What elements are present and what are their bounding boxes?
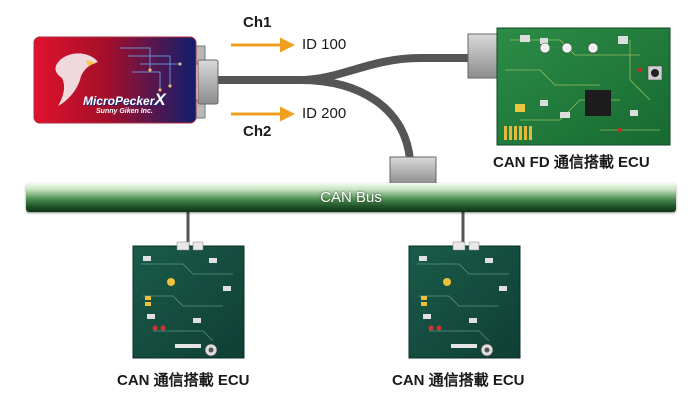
can-bus-bar: CAN Bus <box>26 183 676 212</box>
can-ecu-board-right <box>408 241 521 359</box>
can-fd-ecu-label: CAN FD 通信搭載 ECU <box>493 154 650 171</box>
bird-logo-icon <box>55 53 98 106</box>
cable-to-can-bus <box>214 76 414 164</box>
device-maker-label: Sunny Giken Inc. <box>96 108 153 115</box>
can-ecu-board-left <box>132 241 245 359</box>
cable-group <box>214 54 482 164</box>
can-fd-ecu-board <box>467 27 671 146</box>
device-brand-text: MicroPecker <box>83 94 155 108</box>
mcu-chip-icon <box>585 90 611 116</box>
can-bus-label: CAN Bus <box>320 189 382 206</box>
can-ecu-right-label: CAN 通信搭載 ECU <box>392 372 525 389</box>
ch2-label: Ch2 <box>243 123 272 140</box>
message-arrows <box>231 37 295 122</box>
ch1-id-label: ID 100 <box>302 36 347 53</box>
device-brand-suffix: X <box>154 90 166 109</box>
micropecker-device <box>33 36 219 124</box>
can-bus-connector <box>389 156 437 185</box>
device-brand-label: MicroPeckerX <box>83 90 166 110</box>
ch2-id-label: ID 200 <box>302 105 347 122</box>
ch1-label: Ch1 <box>243 14 272 31</box>
can-ecu-left-label: CAN 通信搭載 ECU <box>117 372 250 389</box>
